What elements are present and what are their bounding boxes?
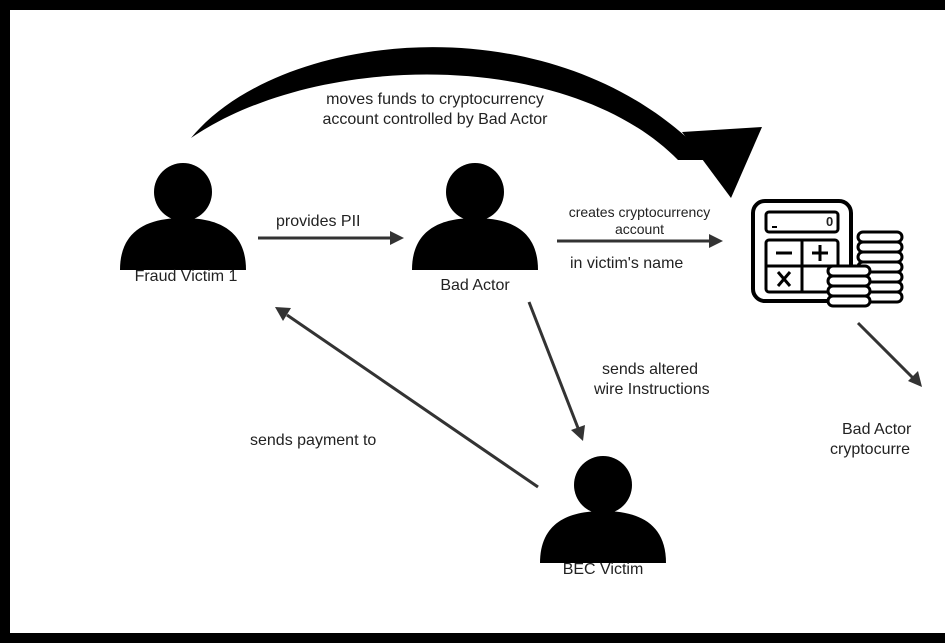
curved-arrow-moves-funds (191, 47, 710, 160)
provides-pii-label: provides PII (276, 213, 361, 230)
creates-account-line3: in victim's name (570, 255, 684, 272)
sends-altered-line2: wire Instructions (594, 381, 710, 398)
bad-actor-label: Bad Actor (440, 277, 510, 294)
bad-actor-crypto-label: Bad Actor cryptocurre (830, 420, 911, 460)
arrow-sends-altered-head (571, 425, 585, 441)
diagram-canvas: 0 moves funds to cryptocurrency account … (10, 10, 945, 633)
arrow-provides-pii-head (390, 231, 404, 245)
sends-altered-line1: sends altered (602, 361, 699, 378)
sends-payment-label: sends payment to (250, 432, 377, 449)
arrow-to-bad-actor-crypto (856, 321, 915, 380)
arrow-sends-altered (527, 301, 580, 429)
sends-altered-label: sends altered wire Instructions (594, 360, 764, 400)
moves-funds-label: moves funds to cryptocurrency account co… (275, 90, 595, 130)
arrows-layer (191, 47, 922, 489)
moves-funds-line2: account controlled by Bad Actor (322, 111, 548, 128)
creates-account-line2: account (614, 221, 665, 237)
arrow-sends-payment (286, 313, 539, 489)
bad-actor-crypto-line1: Bad Actor (842, 421, 912, 438)
bec-victim-label: BEC Victim (562, 561, 644, 578)
fraud-victim-person-icon (120, 163, 246, 270)
arrow-sends-payment-head (275, 307, 291, 321)
curved-arrow-head (682, 127, 762, 198)
bec-victim-person-icon (540, 456, 666, 563)
creates-account-line1: creates cryptocurrency (568, 204, 711, 220)
calculator-coins-icon (751, 199, 904, 308)
bad-actor-crypto-line2: cryptocurre (830, 441, 911, 458)
arrow-creates-account-head (709, 234, 723, 248)
arrow-to-bad-actor-crypto-head (908, 371, 922, 387)
calculator-display-value: 0 (826, 214, 834, 229)
moves-funds-line1: moves funds to cryptocurrency (326, 91, 544, 108)
bad-actor-person-icon (412, 163, 538, 270)
creates-account-label: creates cryptocurrency account (527, 204, 752, 238)
fraud-victim-label: Fraud Victim 1 (134, 268, 238, 285)
